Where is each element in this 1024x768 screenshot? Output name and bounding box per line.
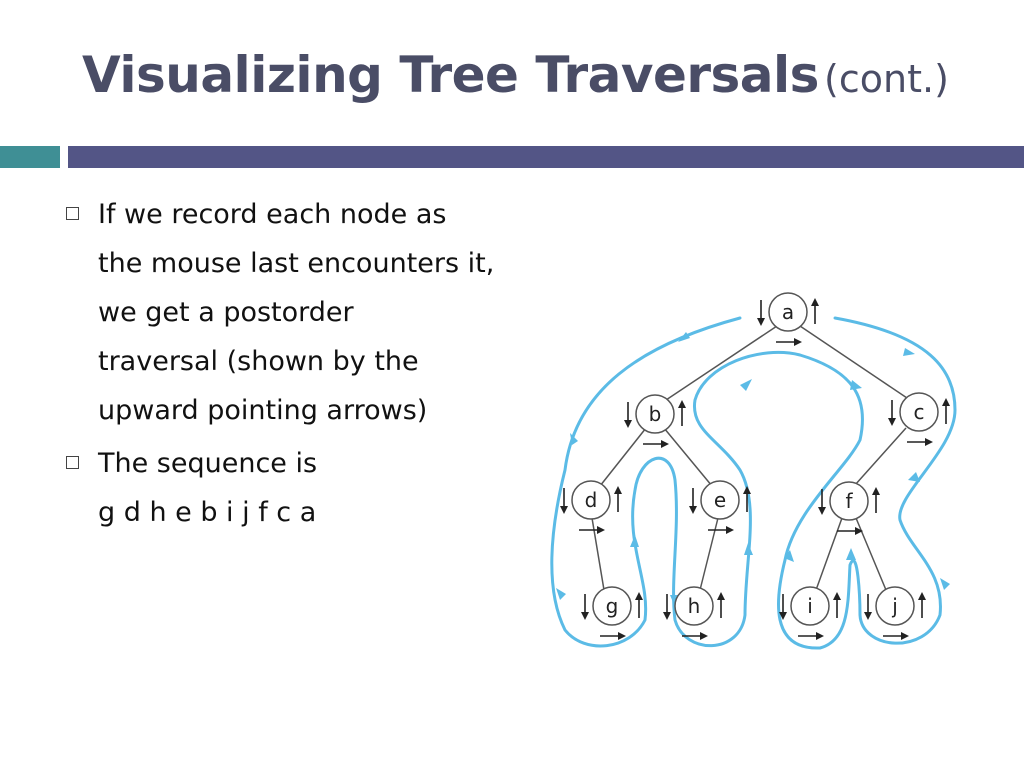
edge-e-h <box>699 517 719 591</box>
bullet-line: If we record each node as <box>98 199 447 230</box>
bullet-line: traversal (shown by the <box>98 346 419 377</box>
tree-node-e <box>700 480 740 520</box>
tree-nodes <box>571 292 939 626</box>
tree-node-j <box>875 586 915 626</box>
visit-arrows <box>560 298 950 640</box>
edge-f-j <box>855 517 887 591</box>
tree-node-h <box>674 586 714 626</box>
edge-a-c <box>799 325 911 401</box>
tree-node-f <box>829 481 869 521</box>
node-label-h: h <box>688 594 701 618</box>
bullet-square-icon <box>66 456 79 469</box>
node-label-g: g <box>606 594 619 618</box>
bullet-square-icon <box>66 207 79 220</box>
node-label-i: i <box>807 594 813 618</box>
node-label-f: f <box>845 489 853 513</box>
bullet-item: If we record each node as the mouse last… <box>60 190 560 435</box>
bullet-line: we get a postorder <box>98 297 354 328</box>
bullet-line: The sequence is <box>98 448 318 479</box>
accent-bar-teal <box>0 146 60 168</box>
node-label-d: d <box>585 488 598 512</box>
traversal-path <box>550 316 957 650</box>
slide-title-sub: (cont.) <box>824 57 949 101</box>
edge-a-b <box>665 325 778 401</box>
node-label-a: a <box>782 300 794 324</box>
tree-node-g <box>592 586 632 626</box>
bullet-line: upward pointing arrows) <box>98 395 428 426</box>
bullet-list: If we record each node as the mouse last… <box>60 190 560 541</box>
node-label-c: c <box>914 400 925 424</box>
tree-node-b <box>635 394 675 434</box>
node-label-j: j <box>891 594 898 618</box>
slide-title-main: Visualizing Tree Traversals <box>82 46 819 104</box>
edge-b-e <box>663 427 713 487</box>
edge-c-f <box>854 427 907 486</box>
edge-f-i <box>815 517 843 591</box>
edge-d-g <box>591 517 605 591</box>
bullet-line: the mouse last encounters it, <box>98 248 495 279</box>
tree-node-a <box>768 292 808 332</box>
bullet-item: The sequence is g d h e b i j f c a <box>60 439 560 537</box>
slide-title: Visualizing Tree Traversals (cont.) <box>82 46 949 104</box>
bullet-text: If we record each node as the mouse last… <box>98 190 560 435</box>
path-direction-arrows <box>556 332 950 607</box>
tree-diagram: a b c d e f g h i j <box>550 292 957 650</box>
node-label-b: b <box>649 402 662 426</box>
bullet-text: The sequence is g d h e b i j f c a <box>98 439 560 537</box>
tree-node-d <box>571 480 611 520</box>
edge-b-d <box>599 427 647 487</box>
node-label-e: e <box>714 488 726 512</box>
tree-node-i <box>790 586 830 626</box>
accent-bar-purple <box>68 146 1024 168</box>
tree-node-c <box>899 392 939 432</box>
bullet-line: g d h e b i j f c a <box>98 497 317 528</box>
